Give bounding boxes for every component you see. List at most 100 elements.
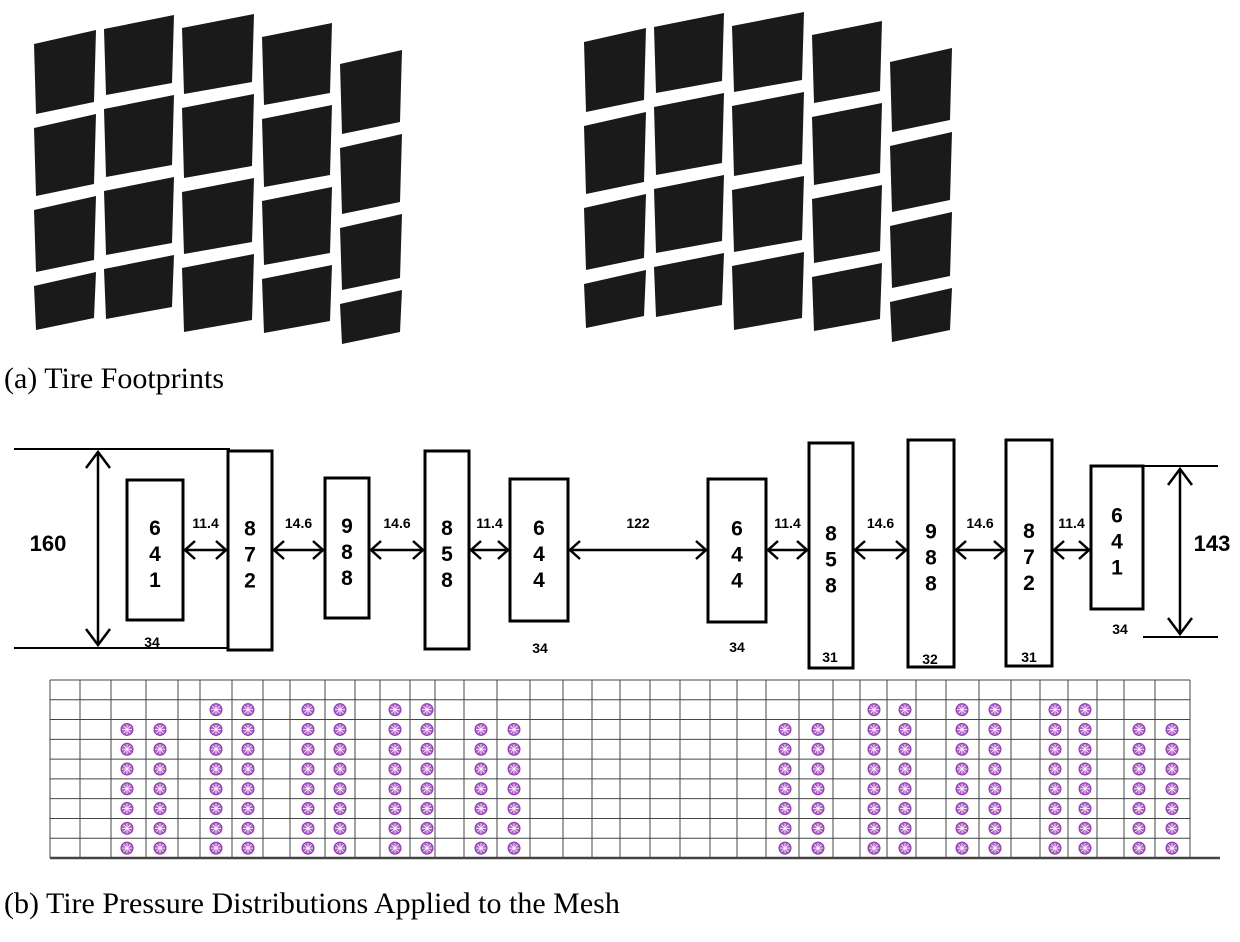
load-node-icon [898, 821, 912, 835]
load-node-icon [988, 782, 1002, 796]
load-node-icon [1078, 802, 1092, 816]
rib-digit: 5 [825, 549, 837, 572]
arrow-head-left-icon [853, 540, 866, 560]
load-node-icon [1048, 742, 1062, 756]
load-node-icon [955, 722, 969, 736]
rib-digit: 6 [731, 518, 743, 541]
load-node-icon [1132, 722, 1146, 736]
load-node-icon [1165, 742, 1179, 756]
load-node-icon [988, 722, 1002, 736]
load-node-icon [811, 841, 825, 855]
load-node-icon [209, 742, 223, 756]
load-node-icon [153, 742, 167, 756]
load-node-icon [507, 782, 521, 796]
load-node-icon [507, 821, 521, 835]
rib-digit: 2 [244, 570, 256, 593]
arrow-head-right-icon [497, 540, 510, 560]
tread-block [812, 185, 882, 263]
arrow-head-right-icon [695, 540, 708, 560]
load-node-icon [988, 703, 1002, 717]
gap-label: 14.6 [285, 515, 312, 531]
load-node-icon [474, 821, 488, 835]
load-node-icon [333, 841, 347, 855]
load-node-icon [388, 742, 402, 756]
load-node-icon [474, 722, 488, 736]
load-node-icon [988, 821, 1002, 835]
load-node-icon [1132, 821, 1146, 835]
arrow-head-up-icon [85, 449, 111, 469]
load-node-icon [1165, 762, 1179, 776]
load-node-icon [388, 782, 402, 796]
load-node-icon [388, 703, 402, 717]
load-node-icon [153, 802, 167, 816]
load-node-icon [1078, 762, 1092, 776]
rib-digit: 4 [731, 544, 743, 567]
rib-width-label: 34 [144, 634, 160, 650]
load-node-icon [120, 742, 134, 756]
arrow-head-right-icon [993, 540, 1006, 560]
load-node-icon [898, 722, 912, 736]
load-node-icon [1165, 722, 1179, 736]
load-node-icon [867, 821, 881, 835]
tread-block [584, 194, 646, 270]
load-node-icon [811, 782, 825, 796]
load-node-icon [420, 802, 434, 816]
load-node-icon [955, 742, 969, 756]
rib-digit: 4 [533, 543, 545, 566]
load-node-icon [474, 762, 488, 776]
tread-block [182, 14, 254, 94]
load-node-icon [955, 782, 969, 796]
load-node-icon [867, 722, 881, 736]
load-node-icon [1048, 802, 1062, 816]
rib-box [1004, 438, 1054, 668]
load-node-icon [420, 722, 434, 736]
tread-block [262, 187, 332, 265]
load-node-icon [1078, 722, 1092, 736]
load-node-icon [988, 742, 1002, 756]
load-node-icon [120, 782, 134, 796]
load-node-icon [333, 762, 347, 776]
tread-block [890, 212, 952, 288]
load-node-icon [120, 762, 134, 776]
load-node-icon [301, 782, 315, 796]
load-node-icon [153, 762, 167, 776]
load-node-icon [209, 821, 223, 835]
height-label-right: 143 [1194, 531, 1231, 556]
tire-footprint-left [34, 14, 402, 344]
load-node-icon [1048, 782, 1062, 796]
tread-block [812, 21, 882, 103]
load-node-icon [1165, 802, 1179, 816]
load-node-icon [778, 762, 792, 776]
rib-box [906, 438, 956, 669]
load-node-icon [420, 742, 434, 756]
tread-block [182, 178, 254, 254]
rib-width-label: 34 [532, 640, 548, 656]
load-node-icon [209, 762, 223, 776]
load-node-icon [333, 703, 347, 717]
load-node-icon [209, 802, 223, 816]
tread-block [732, 252, 804, 330]
tread-block [182, 254, 254, 332]
load-node-icon [241, 722, 255, 736]
rib-digit: 8 [1023, 520, 1035, 543]
load-node-icon [301, 722, 315, 736]
load-node-icon [241, 703, 255, 717]
tread-block [262, 105, 332, 187]
load-node-icon [333, 782, 347, 796]
load-node-icon [420, 841, 434, 855]
rib-digit: 8 [825, 575, 837, 598]
tread-block [732, 12, 804, 92]
rib-digit: 4 [731, 570, 743, 593]
load-node-icon [420, 762, 434, 776]
load-node-icon [507, 742, 521, 756]
tire-footprint-right [584, 12, 952, 342]
load-node-icon [507, 722, 521, 736]
arrow-head-down-icon [1167, 617, 1193, 637]
load-node-icon [811, 722, 825, 736]
rib-digit: 7 [1023, 546, 1035, 569]
tread-block [262, 23, 332, 105]
tread-block [262, 265, 332, 333]
load-node-icon [898, 782, 912, 796]
load-node-icon [955, 841, 969, 855]
